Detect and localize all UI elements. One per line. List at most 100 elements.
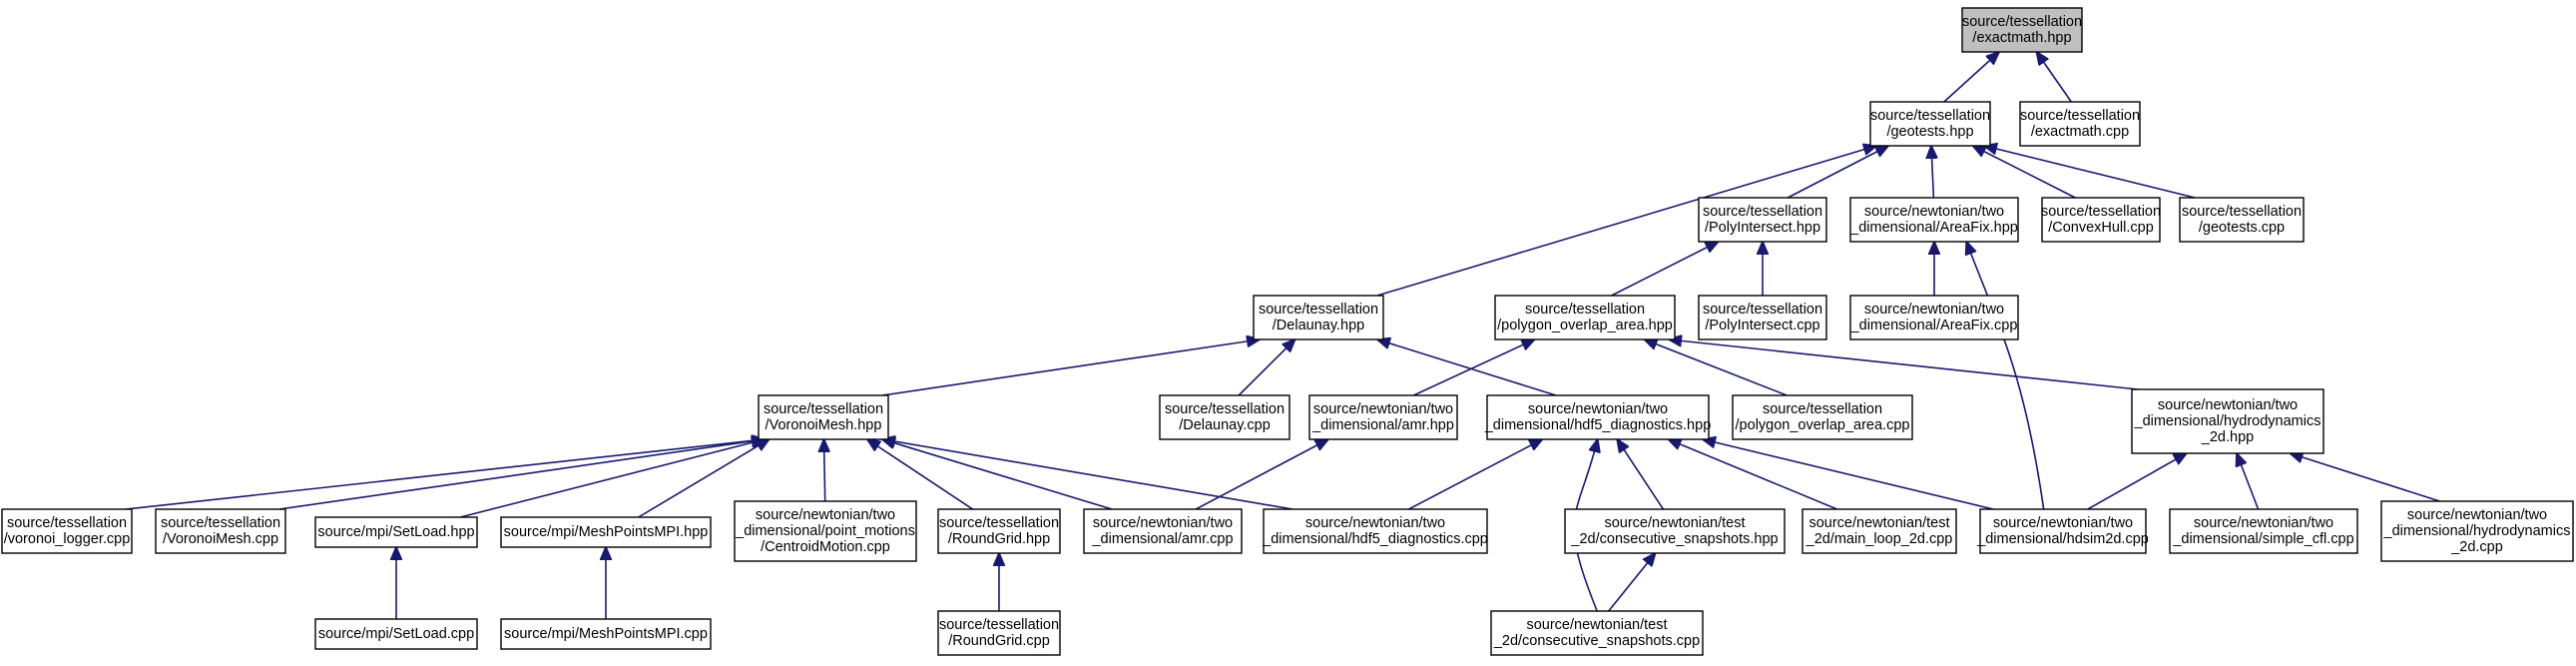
node-label-line: _2d/main_loop_2d.cpp xyxy=(1805,531,1953,547)
node-label-line: source/newtonian/two xyxy=(1093,515,1233,531)
node-box xyxy=(1849,295,2019,340)
edge-hdsim2d_cpp-to-areafix_hpp xyxy=(1966,242,2045,510)
node-box xyxy=(937,508,1061,554)
node-centroidmotion-cpp[interactable]: source/newtonian/two_dimensional/point_m… xyxy=(734,500,917,562)
node-geotests-hpp[interactable]: source/tessellation/geotests.hpp xyxy=(1869,101,1991,147)
edge-amr_hpp-to-polygon_overlap_hpp xyxy=(1412,339,1534,396)
node-label-line: source/newtonian/test xyxy=(1808,515,1949,531)
edge-geotests_cpp-to-geotests_hpp xyxy=(1984,146,2196,199)
node-consecutive-cpp[interactable]: source/newtonian/test_2d/consecutive_sna… xyxy=(1490,610,1704,656)
node-box xyxy=(1263,508,1488,554)
edge-hdf5_cpp-to-voronoimesh_hpp xyxy=(882,439,1293,510)
node-label-line: /ConvexHull.cpp xyxy=(2048,220,2154,236)
node-label-line: /RoundGrid.cpp xyxy=(948,633,1050,649)
node-main-loop-cpp[interactable]: source/newtonian/test_2d/main_loop_2d.cp… xyxy=(1802,508,1957,554)
node-label-line: source/tessellation xyxy=(1870,108,1990,124)
node-areafix-cpp[interactable]: source/newtonian/two_dimensional/AreaFix… xyxy=(1849,295,2019,340)
node-label-line: source/mpi/SetLoad.cpp xyxy=(318,626,474,642)
node-label-line: source/tessellation xyxy=(1763,401,1882,417)
node-amr-cpp[interactable]: source/newtonian/two_dimensional/amr.cpp xyxy=(1083,508,1243,554)
node-box xyxy=(1849,197,2019,243)
node-meshpointsmpi-hpp[interactable]: source/mpi/MeshPointsMPI.hpp xyxy=(500,516,712,548)
node-voronoimesh-hpp[interactable]: source/tessellation/VoronoiMesh.hpp xyxy=(758,394,889,440)
node-hdf5-hpp[interactable]: source/newtonian/two_dimensional/hdf5_di… xyxy=(1484,394,1712,440)
node-label-line: source/newtonian/two xyxy=(1993,515,2133,531)
node-box xyxy=(1802,508,1957,554)
node-label-line: source/tessellation xyxy=(2020,108,2140,124)
edge-areafix_hpp-to-geotests_hpp xyxy=(1931,146,1933,199)
node-label-line: source/tessellation xyxy=(764,401,883,417)
edge-amr_cpp-to-amr_hpp xyxy=(1195,439,1328,510)
node-setload-hpp[interactable]: source/mpi/SetLoad.hpp xyxy=(314,516,478,548)
node-label-line: _dimensional/hdsim2d.cpp xyxy=(1976,531,2149,547)
node-label-line: _dimensional/hydrodynamics xyxy=(2383,523,2571,539)
edge-delaunay_hpp-to-geotests_hpp xyxy=(1376,146,1876,297)
node-label-line: source/tessellation xyxy=(939,515,1059,531)
node-label-line: source/tessellation xyxy=(1525,302,1645,318)
node-voronoimesh-cpp[interactable]: source/tessellation/VoronoiMesh.cpp xyxy=(155,508,286,554)
node-label-line: /PolyIntersect.hpp xyxy=(1705,220,1820,236)
node-label-line: source/mpi/MeshPointsMPI.hpp xyxy=(504,524,709,540)
node-label-line: /VoronoiMesh.hpp xyxy=(766,417,882,433)
node-hydro-cpp[interactable]: source/newtonian/two_dimensional/hydrody… xyxy=(2380,500,2574,562)
node-box xyxy=(1732,394,1913,440)
node-box xyxy=(734,500,917,562)
node-label-line: /polygon_overlap_area.cpp xyxy=(1736,417,1910,433)
node-label-line: _dimensional/hydrodynamics xyxy=(2134,413,2321,429)
edge-delaunay_cpp-to-delaunay_hpp xyxy=(1238,339,1294,396)
node-label-line: /Delaunay.hpp xyxy=(1273,318,1364,333)
node-delaunay-cpp[interactable]: source/tessellation/Delaunay.cpp xyxy=(1159,394,1290,440)
node-voronoi-logger-cpp[interactable]: source/tessellation/voronoi_logger.cpp xyxy=(1,508,133,554)
node-hdf5-cpp[interactable]: source/newtonian/two_dimensional/hdf5_di… xyxy=(1262,508,1488,554)
node-polygon-overlap-hpp[interactable]: source/tessellation/polygon_overlap_area… xyxy=(1494,295,1676,340)
node-box xyxy=(1083,508,1243,554)
edge-hdf5_cpp-to-hdf5_hpp xyxy=(1408,439,1542,510)
node-convexhull-cpp[interactable]: source/tessellation/ConvexHull.cpp xyxy=(2041,197,2161,243)
node-box xyxy=(2041,197,2161,243)
edge-polygon_overlap_cpp-to-polygon_overlap_hpp xyxy=(1645,339,1788,396)
node-polyintersect-cpp[interactable]: source/tessellation/PolyIntersect.cpp xyxy=(1698,295,1827,340)
node-box xyxy=(2179,197,2305,243)
node-hydro-hpp[interactable]: source/newtonian/two_dimensional/hydrody… xyxy=(2131,388,2324,454)
node-exactmath-cpp[interactable]: source/tessellation/exactmath.cpp xyxy=(2019,101,2141,147)
node-label-line: source/newtonian/two xyxy=(2407,507,2547,523)
node-polygon-overlap-cpp[interactable]: source/tessellation/polygon_overlap_area… xyxy=(1732,394,1913,440)
node-label-line: /voronoi_logger.cpp xyxy=(4,531,131,547)
edge-hydro_hpp-to-polygon_overlap_hpp xyxy=(1669,339,2139,390)
edge-consecutive_hpp-to-hdf5_hpp xyxy=(1617,439,1665,510)
node-label-line: /RoundGrid.hpp xyxy=(948,531,1050,547)
edge-voronoi_logger_cpp-to-voronoimesh_hpp xyxy=(125,439,765,510)
node-delaunay-hpp[interactable]: source/tessellation/Delaunay.hpp xyxy=(1253,295,1384,340)
node-label-line: source/tessellation xyxy=(1703,302,1822,318)
node-exactmath-hpp[interactable]: source/tessellation/exactmath.hpp xyxy=(1961,7,2083,53)
node-label-line: _dimensional/AreaFix.cpp xyxy=(1850,318,2018,333)
node-roundgrid-hpp[interactable]: source/tessellation/RoundGrid.hpp xyxy=(937,508,1061,554)
node-consecutive-hpp[interactable]: source/newtonian/test_2d/consecutive_sna… xyxy=(1564,508,1786,554)
nodes-layer: source/tessellation/exactmath.hpp source/… xyxy=(1,7,2574,656)
node-amr-hpp[interactable]: source/newtonian/two_dimensional/amr.hpp xyxy=(1308,394,1458,440)
node-polyintersect-hpp[interactable]: source/tessellation/PolyIntersect.hpp xyxy=(1698,197,1827,243)
node-label-line: /CentroidMotion.cpp xyxy=(761,539,890,555)
node-box xyxy=(1159,394,1290,440)
node-label-line: source/newtonian/two xyxy=(2158,397,2298,413)
node-hdsim2d-cpp[interactable]: source/newtonian/two_dimensional/hdsim2d… xyxy=(1976,508,2149,554)
edge-amr_cpp-to-voronoimesh_hpp xyxy=(882,439,1113,510)
node-setload-cpp[interactable]: source/mpi/SetLoad.cpp xyxy=(314,618,478,650)
node-geotests-cpp[interactable]: source/tessellation/geotests.cpp xyxy=(2179,197,2305,243)
node-areafix-hpp[interactable]: source/newtonian/two_dimensional/AreaFix… xyxy=(1849,197,2019,243)
edge-exactmath_cpp-to-exactmath_hpp xyxy=(2037,52,2072,103)
node-simple-cfl-cpp[interactable]: source/newtonian/two_dimensional/simple_… xyxy=(2169,508,2358,554)
node-box xyxy=(2019,101,2141,147)
node-label-line: _dimensional/hdf5_diagnostics.hpp xyxy=(1484,417,1712,433)
node-roundgrid-cpp[interactable]: source/tessellation/RoundGrid.cpp xyxy=(937,610,1061,656)
node-label-line: _2d/consecutive_snapshots.cpp xyxy=(1493,633,1700,649)
node-label-line: _dimensional/point_motions xyxy=(735,523,915,539)
node-label-line: source/mpi/SetLoad.hpp xyxy=(317,524,474,540)
node-label-line: source/newtonian/two xyxy=(1305,515,1445,531)
node-box xyxy=(1698,197,1827,243)
node-box xyxy=(937,610,1061,656)
node-meshpointsmpi-cpp[interactable]: source/mpi/MeshPointsMPI.cpp xyxy=(500,618,712,650)
node-box xyxy=(1869,101,1991,147)
edges-layer xyxy=(125,52,2440,619)
